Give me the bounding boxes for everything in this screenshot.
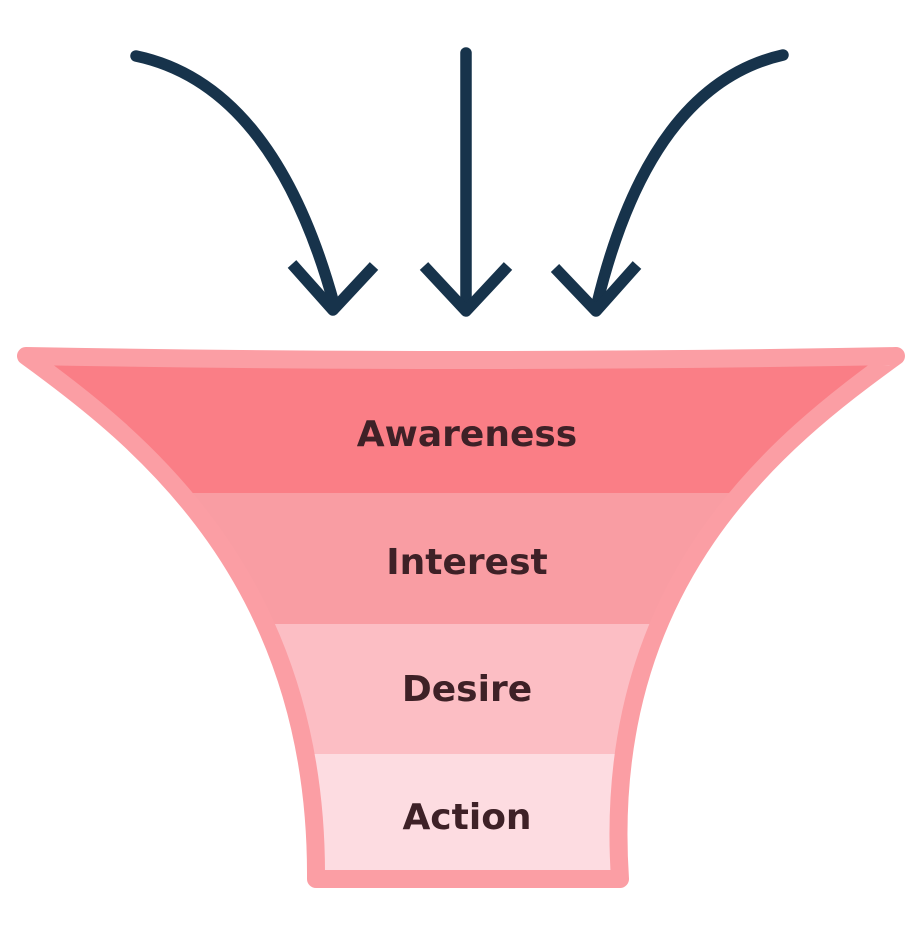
action-label: Action	[402, 797, 531, 838]
right-curved-arrow-head-icon	[550, 261, 642, 317]
desire-label: Desire	[402, 669, 532, 710]
inflow-arrows	[130, 47, 789, 317]
center-straight-arrow-head-icon	[419, 262, 513, 317]
awareness-label: Awareness	[357, 414, 577, 455]
left-curved-arrow-head-icon	[287, 260, 379, 316]
right-curved-arrow-icon	[591, 49, 789, 310]
funnel-stage-labels: Awareness Interest Desire Action	[357, 414, 577, 838]
funnel-border	[17, 347, 905, 888]
left-curved-arrow-icon	[130, 50, 340, 310]
interest-label: Interest	[386, 542, 547, 583]
